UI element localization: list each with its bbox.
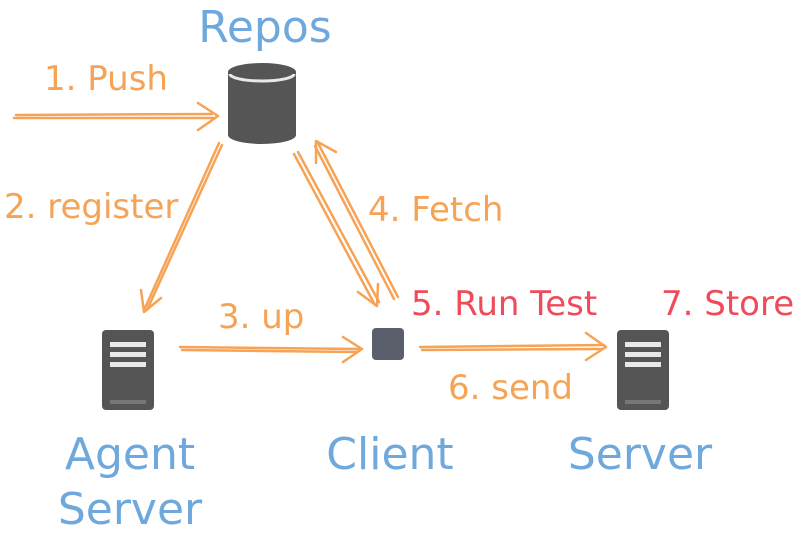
database-icon bbox=[228, 63, 296, 144]
arrow-send bbox=[418, 331, 608, 362]
step-up-label: 3. up bbox=[218, 297, 305, 337]
agent-server-label-line2: Server bbox=[57, 484, 203, 535]
step-register-label: 2. register bbox=[4, 187, 179, 227]
step-run-test-label: 5. Run Test bbox=[411, 284, 598, 324]
repos-label: Repos bbox=[198, 2, 332, 53]
client-square-icon bbox=[372, 328, 404, 360]
step-push-label: 1. Push bbox=[44, 59, 168, 99]
arrow-repos-to-client bbox=[292, 150, 381, 308]
arrow-register bbox=[139, 141, 224, 314]
agent-server-icon bbox=[102, 330, 154, 410]
server-icon bbox=[617, 330, 669, 410]
arrow-fetch bbox=[313, 139, 400, 301]
arrow-up bbox=[178, 335, 364, 364]
server-label: Server bbox=[567, 429, 713, 480]
step-fetch-label: 4. Fetch bbox=[368, 190, 504, 230]
client-label: Client bbox=[326, 429, 454, 480]
step-store-label: 7. Store bbox=[661, 284, 795, 324]
arrow-push bbox=[12, 101, 220, 132]
step-send-label: 6. send bbox=[448, 368, 574, 408]
agent-server-label-line1: Agent bbox=[64, 429, 196, 480]
